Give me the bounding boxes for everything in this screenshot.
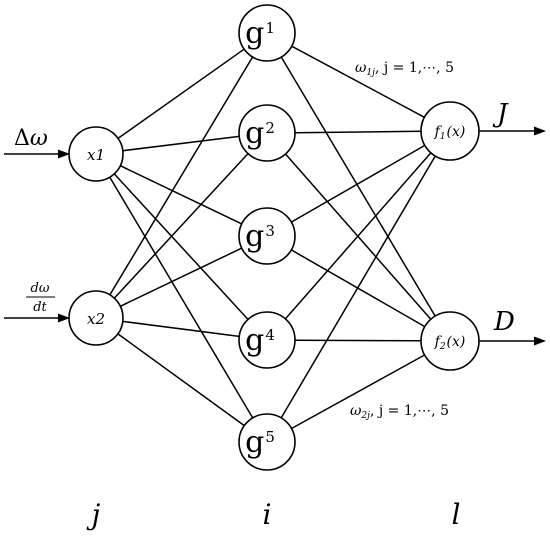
hidden-node-g2: g2	[238, 104, 296, 162]
hidden-node-sub: 2	[265, 119, 275, 137]
weight-label-omega-1j: ω1j, j = 1,⋯, 5	[355, 60, 454, 78]
input-arrow-x2	[4, 313, 70, 323]
hidden-node-g4: g4	[238, 311, 296, 369]
hidden-node-base: g	[245, 16, 264, 51]
hidden-node-base: g	[245, 116, 264, 151]
edge-x1-g1	[117, 48, 245, 140]
edge-g1-f2	[280, 56, 436, 317]
edge-g5-f2	[291, 354, 425, 430]
output-label-j: J	[492, 99, 509, 129]
hidden-node-label: g5	[245, 425, 275, 460]
input-node-x1: x1	[68, 126, 124, 182]
hidden-node-base: g	[245, 219, 264, 254]
edge-g4-f2	[294, 339, 422, 342]
output-node-label: f2(x)	[434, 334, 466, 352]
input-node-label: x2	[87, 310, 105, 328]
hidden-node-g3: g3	[238, 207, 296, 265]
layer-label-output: l	[452, 498, 461, 531]
hidden-node-label: g3	[245, 219, 275, 254]
hidden-node-g5: g5	[238, 413, 296, 471]
fraction-denominator: dt	[33, 300, 47, 315]
edge-x1-g5	[109, 176, 254, 419]
input-node-label: x1	[87, 146, 105, 164]
hidden-node-sub: 5	[265, 428, 275, 446]
layer-label-input: j	[86, 498, 101, 531]
weight-omega: ω	[350, 403, 362, 419]
hidden-node-label: g2	[245, 116, 275, 151]
input-arrow-x1	[4, 149, 70, 159]
output-node-f1: f1(x)	[420, 101, 480, 161]
output-node-arg: (x)	[447, 124, 466, 140]
output-label-d: D	[493, 307, 515, 337]
connection-edges	[109, 45, 436, 430]
edge-g5-f1	[280, 155, 436, 419]
output-arrow-f1	[479, 126, 546, 136]
weight-rest: , j = 1,⋯, 5	[375, 60, 454, 76]
edge-x2-g1	[109, 56, 254, 296]
input-node-x2: x2	[68, 290, 124, 346]
output-node-label: f1(x)	[434, 124, 466, 142]
edge-x1-g2	[122, 135, 240, 152]
edge-x1-g3	[119, 165, 243, 225]
layer-label-hidden: i	[263, 498, 272, 531]
hidden-node-sub: 4	[265, 326, 275, 344]
edge-g3-f1	[290, 144, 426, 223]
fraction-numerator: dω	[31, 281, 50, 296]
output-node-sub: 2	[439, 342, 446, 352]
hidden-node-sub: 3	[265, 222, 275, 240]
edge-x2-g2	[113, 153, 249, 299]
input-signal-delta-omega: Δω	[14, 126, 48, 151]
omega-symbol: ω	[30, 126, 48, 151]
weight-label-omega-2j: ω2j, j = 1,⋯, 5	[350, 403, 449, 421]
output-node-base: f	[434, 334, 443, 350]
weight-sub: 2j	[360, 411, 370, 421]
output-node-base: f	[434, 124, 443, 140]
hidden-node-g1: g1	[238, 4, 296, 62]
weight-omega: ω	[355, 60, 367, 76]
output-node-sub: 1	[440, 132, 446, 142]
delta-symbol: Δ	[14, 126, 30, 151]
edge-x1-g4	[113, 173, 249, 320]
hidden-node-label: g1	[245, 16, 275, 51]
output-arrow-f2	[479, 336, 546, 346]
hidden-node-sub: 1	[265, 19, 275, 37]
input-signal-d-omega-dt: dω dt	[26, 281, 55, 315]
hidden-node-label: g4	[245, 323, 275, 358]
edge-x2-g3	[119, 247, 243, 307]
edge-g1-f1	[291, 45, 425, 118]
hidden-node-base: g	[245, 425, 264, 460]
edge-g2-f2	[284, 153, 432, 320]
edge-x2-g4	[122, 320, 240, 338]
hidden-node-base: g	[245, 323, 264, 358]
edge-x2-g5	[117, 333, 245, 427]
edge-g3-f2	[290, 249, 426, 328]
output-node-f2: f2(x)	[420, 311, 480, 371]
weight-sub: 1j	[366, 68, 375, 78]
weight-rest: , j = 1,⋯, 5	[370, 403, 449, 419]
output-node-arg: (x)	[447, 334, 466, 350]
edge-g2-f1	[294, 130, 422, 134]
